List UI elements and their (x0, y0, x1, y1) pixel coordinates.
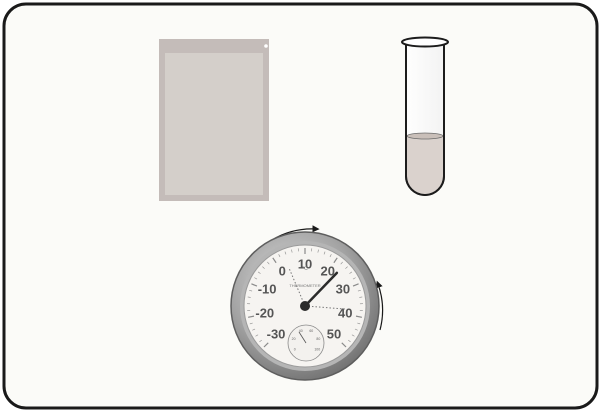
hygrometer-scale-label: 20 (292, 337, 296, 341)
hygrometer-scale-label: 80 (316, 337, 320, 341)
hygrometer-scale-label: 100 (314, 347, 320, 351)
unit-symbol: °C (302, 266, 308, 272)
dial-scale-label: 50 (327, 326, 341, 341)
hygrometer-scale-label: 60 (309, 329, 313, 333)
dial-scale-label: -20 (255, 305, 274, 320)
dial-scale-label: 30 (336, 282, 350, 297)
dial-scale-label: 40 (338, 305, 352, 320)
sample-pouch-icon (159, 39, 269, 201)
dial-scale-label: -30 (267, 326, 286, 341)
tube-liquid (407, 136, 443, 194)
hygrometer-scale-label: 0 (294, 347, 296, 351)
needle-hub (300, 301, 310, 311)
dial-scale-label: -10 (258, 282, 277, 297)
dial-scale-label: 0 (279, 263, 286, 278)
test-tube-icon (402, 38, 448, 196)
brand-label: THERMOMETER (289, 283, 320, 288)
